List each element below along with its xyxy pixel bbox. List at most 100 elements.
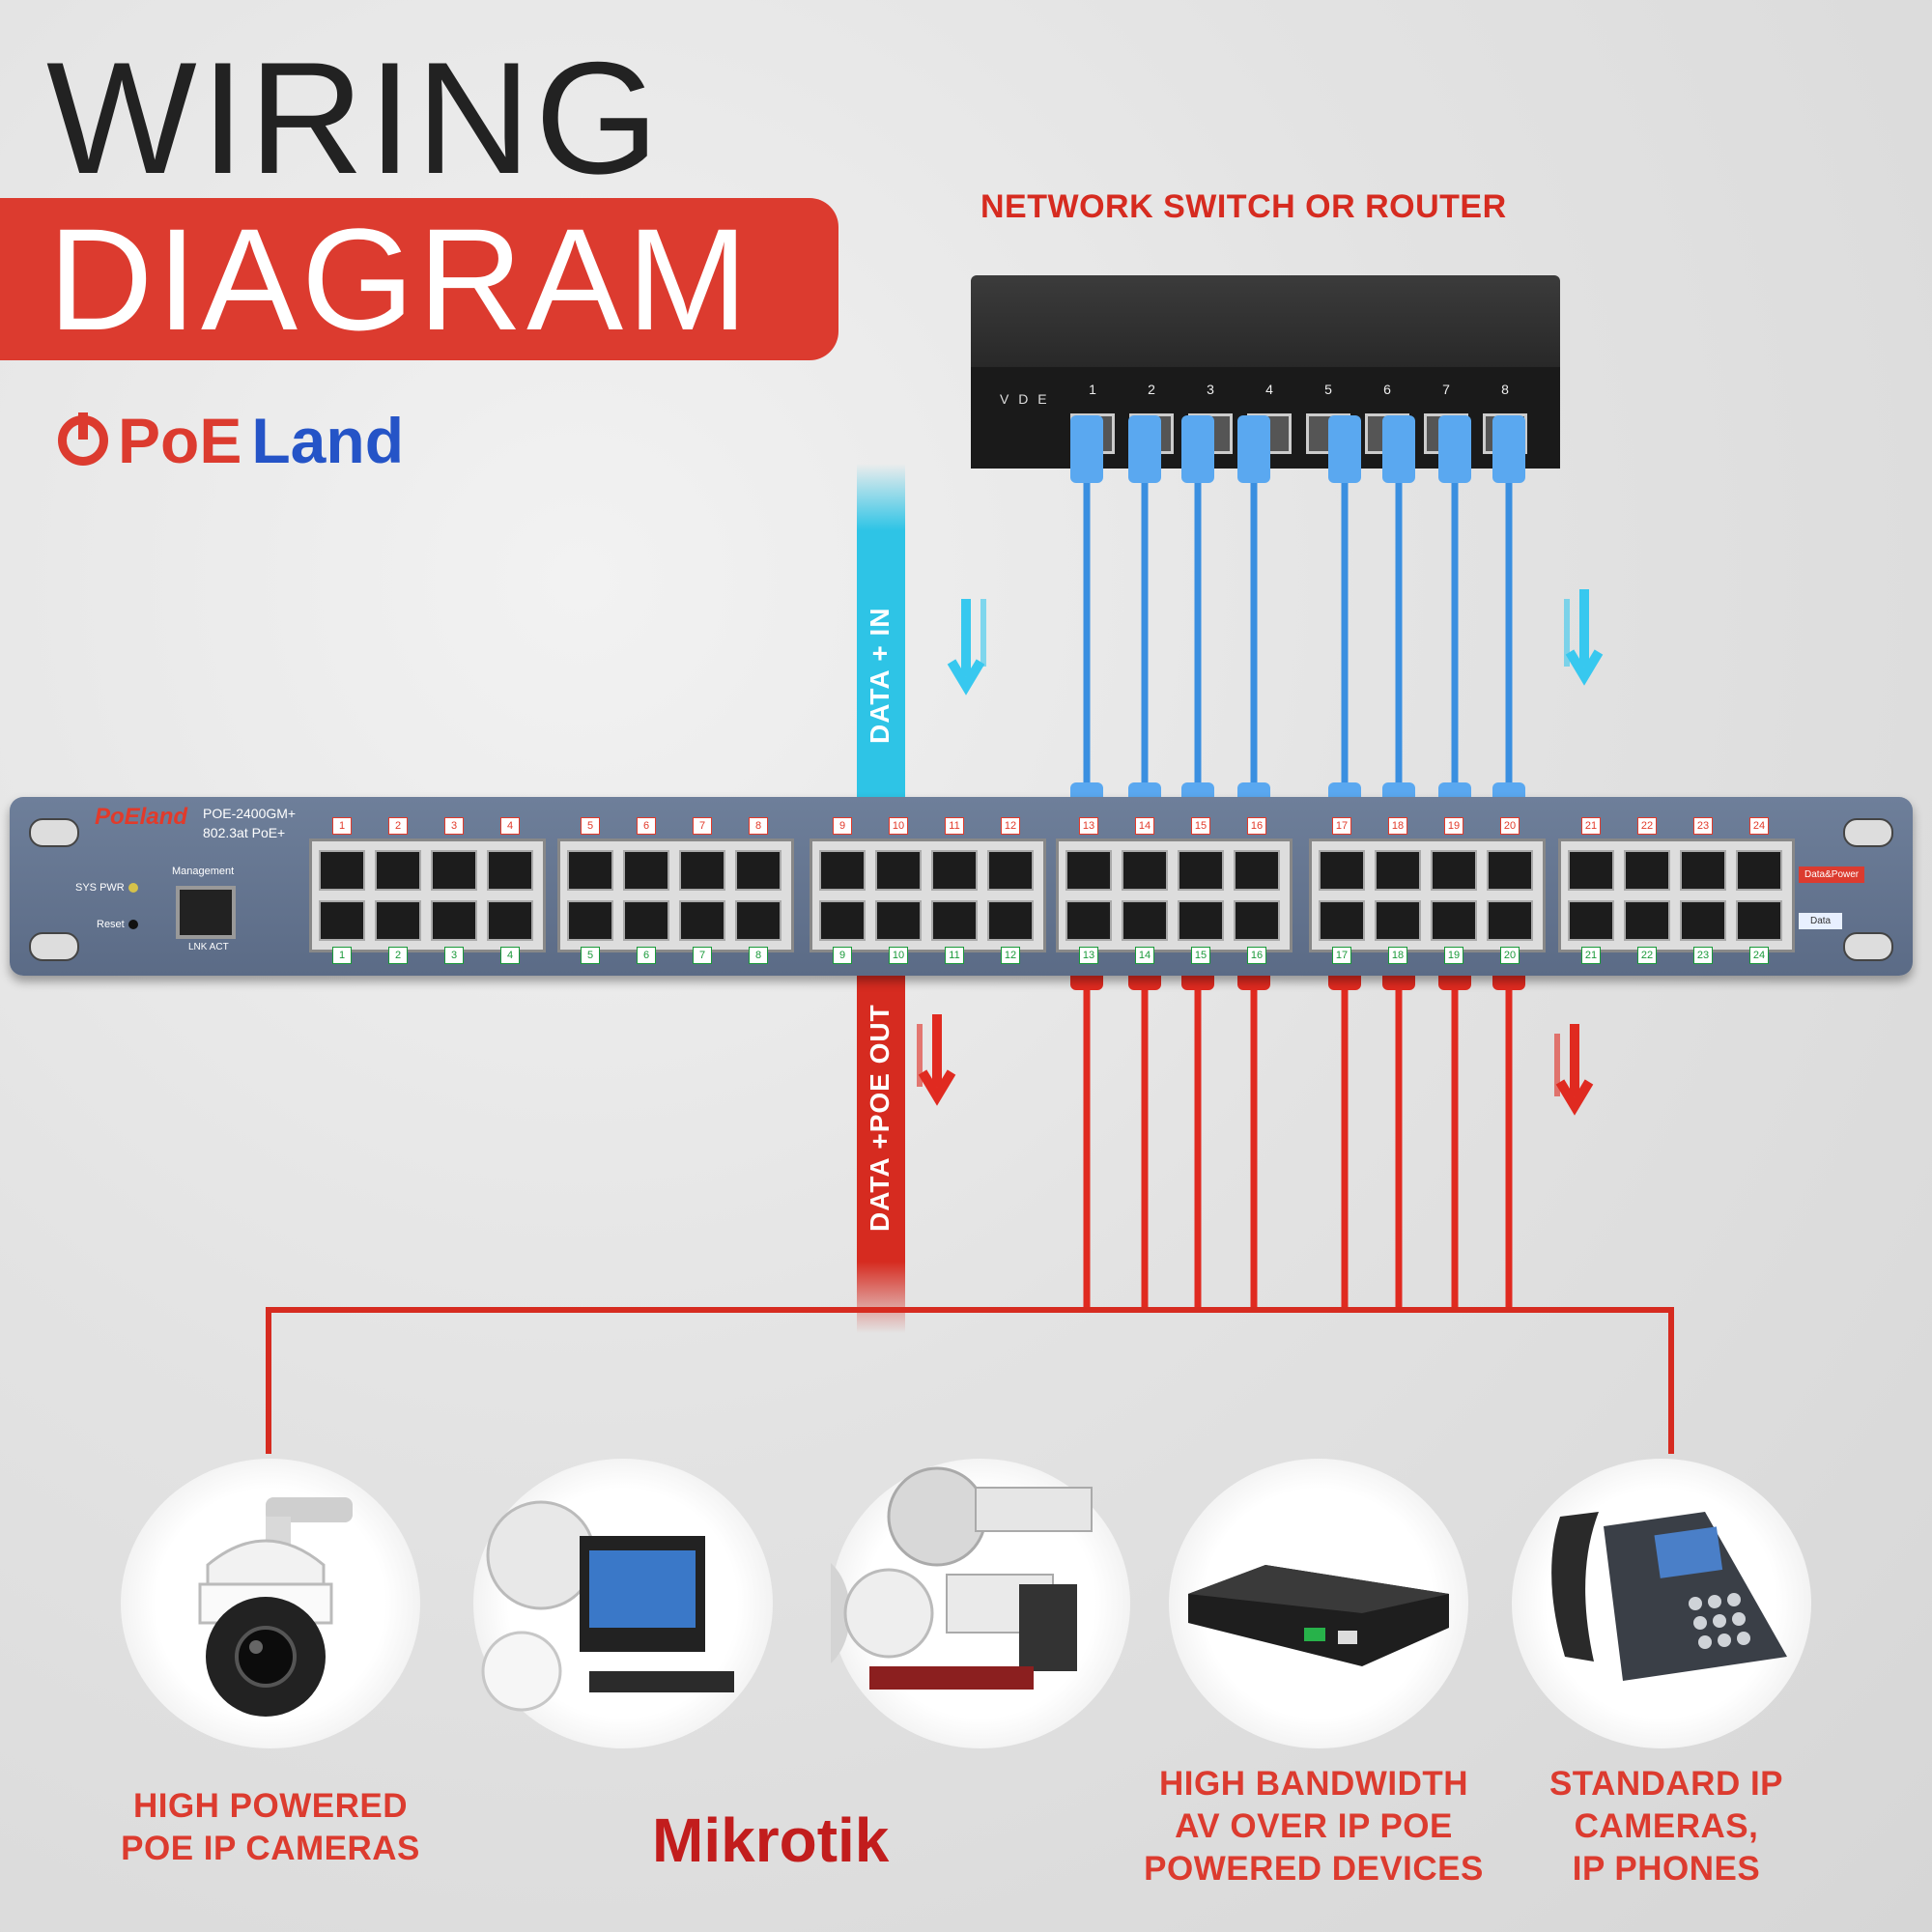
category-line: IP PHONES <box>1572 1850 1761 1888</box>
data-port[interactable] <box>1431 900 1477 941</box>
data-port[interactable] <box>567 900 613 941</box>
port-number: 1 <box>332 817 352 835</box>
port-number: 6 <box>637 947 656 964</box>
blue-connector <box>1382 415 1415 483</box>
data-port[interactable] <box>1736 900 1782 941</box>
panel-model: POE-2400GM+ 802.3at PoE+ <box>203 804 296 842</box>
data-port[interactable] <box>1319 900 1365 941</box>
port-number: 6 <box>637 817 656 835</box>
blue-arrow-left <box>947 599 986 696</box>
data-port[interactable] <box>1624 900 1670 941</box>
data-port[interactable] <box>487 900 533 941</box>
data-port[interactable] <box>931 900 978 941</box>
data-power-port[interactable] <box>1375 850 1421 891</box>
port-number: 13 <box>1079 817 1098 835</box>
data-port[interactable] <box>875 900 922 941</box>
port-number: 3 <box>444 817 464 835</box>
data-port[interactable] <box>819 900 866 941</box>
data-power-port[interactable] <box>931 850 978 891</box>
data-port[interactable] <box>1065 900 1112 941</box>
data-port[interactable] <box>375 900 421 941</box>
device-bubble-mikrotik-a <box>435 1459 773 1748</box>
data-power-port[interactable] <box>1431 850 1477 891</box>
data-power-port[interactable] <box>1736 850 1782 891</box>
mikrotik-label: Mikrotik <box>652 1805 890 1875</box>
port-number: 10 <box>889 947 908 964</box>
port-number: 15 <box>1191 817 1210 835</box>
port-number: 23 <box>1693 817 1713 835</box>
blue-connector <box>1492 415 1525 483</box>
port-number: 14 <box>1135 817 1154 835</box>
data-in-bar <box>857 464 905 797</box>
data-port[interactable] <box>987 900 1034 941</box>
category-line: CAMERAS, <box>1574 1807 1759 1845</box>
data-power-port[interactable] <box>1487 850 1533 891</box>
title-band <box>0 198 838 360</box>
port-number: 3 <box>444 947 464 964</box>
rack-hole <box>1843 818 1893 847</box>
data-power-port[interactable] <box>1065 850 1112 891</box>
category-line: HIGH BANDWIDTH <box>1158 1765 1469 1803</box>
blue-connector <box>1438 415 1471 483</box>
router-port-number: 4 <box>1265 382 1273 397</box>
port-number: 22 <box>1637 947 1657 964</box>
management-port[interactable] <box>176 886 236 939</box>
red-arrow-left <box>917 1014 956 1106</box>
port-number: 8 <box>749 817 768 835</box>
data-port[interactable] <box>1122 900 1168 941</box>
data-port[interactable] <box>679 900 725 941</box>
data-port[interactable] <box>319 900 365 941</box>
data-port[interactable] <box>1680 900 1726 941</box>
blue-connector <box>1328 415 1361 483</box>
data-power-port[interactable] <box>819 850 866 891</box>
data-power-port[interactable] <box>735 850 781 891</box>
data-power-port[interactable] <box>1319 850 1365 891</box>
av-encoder-icon <box>1188 1565 1449 1666</box>
port-number: 8 <box>749 947 768 964</box>
category-line: HIGH POWERED <box>132 1787 409 1825</box>
data-power-port[interactable] <box>319 850 365 891</box>
ip-phone-icon <box>1551 1512 1787 1681</box>
router-port-number: 1 <box>1089 382 1096 397</box>
ptz-camera-icon <box>198 1497 353 1717</box>
data-power-port[interactable] <box>623 850 669 891</box>
data-port[interactable] <box>1568 900 1614 941</box>
port-number: 17 <box>1332 947 1351 964</box>
data-port[interactable] <box>623 900 669 941</box>
reset-button[interactable] <box>128 920 138 929</box>
data-power-port[interactable] <box>987 850 1034 891</box>
data-power-port[interactable] <box>375 850 421 891</box>
data-power-port[interactable] <box>431 850 477 891</box>
data-port[interactable] <box>431 900 477 941</box>
port-number: 7 <box>693 817 712 835</box>
data-port[interactable] <box>1234 900 1280 941</box>
port-number: 5 <box>581 817 600 835</box>
data-power-port[interactable] <box>1680 850 1726 891</box>
power-icon <box>58 412 108 466</box>
data-power-port[interactable] <box>1178 850 1224 891</box>
data-power-port[interactable] <box>1234 850 1280 891</box>
data-power-tag: Data&Power <box>1799 867 1865 883</box>
data-power-port[interactable] <box>679 850 725 891</box>
blue-connector <box>1237 415 1270 483</box>
panel-model-standard: 802.3at PoE+ <box>203 825 286 840</box>
port-number: 16 <box>1247 817 1266 835</box>
data-port[interactable] <box>1178 900 1224 941</box>
data-port[interactable] <box>735 900 781 941</box>
data-power-port[interactable] <box>567 850 613 891</box>
port-number: 4 <box>500 947 520 964</box>
data-port[interactable] <box>1487 900 1533 941</box>
data-power-port[interactable] <box>1568 850 1614 891</box>
data-power-port[interactable] <box>875 850 922 891</box>
port-number: 2 <box>388 817 408 835</box>
data-power-port[interactable] <box>487 850 533 891</box>
router-port-number: 7 <box>1442 382 1450 397</box>
data-port[interactable] <box>1375 900 1421 941</box>
blue-connector <box>1181 415 1214 483</box>
data-power-port[interactable] <box>1122 850 1168 891</box>
category-line: AV OVER IP POE <box>1175 1807 1453 1845</box>
brand-land: Land <box>251 405 405 476</box>
device-bus-line <box>266 1307 1674 1454</box>
data-power-port[interactable] <box>1624 850 1670 891</box>
blue-connector <box>1070 415 1103 483</box>
